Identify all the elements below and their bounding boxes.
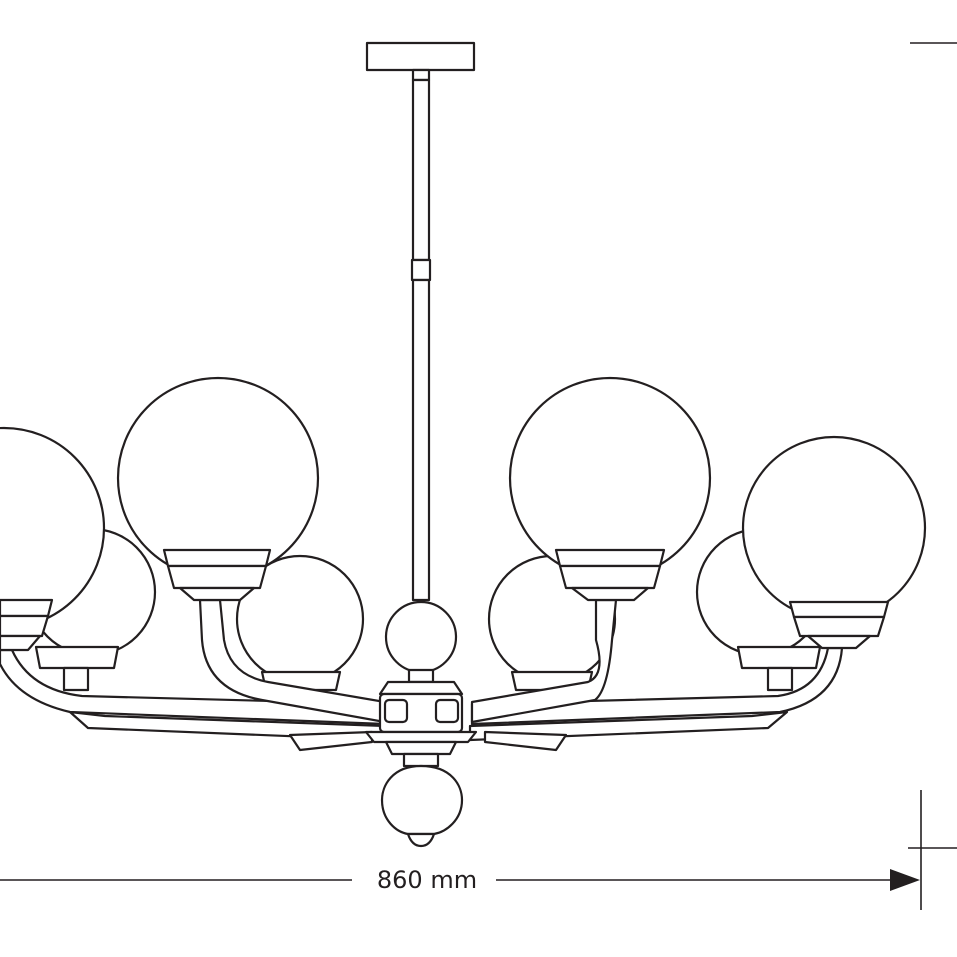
- height-reference-marks: [908, 42, 957, 910]
- upper-collar: [407, 668, 435, 684]
- upper-finial-ball: [384, 600, 458, 674]
- cup-front-outer-left-base: [0, 634, 42, 652]
- rod-coupler: [410, 258, 432, 282]
- globe-front-inner-right: [508, 376, 712, 580]
- rear-arm-inner-left: [288, 730, 374, 752]
- hub-socket-right: [434, 698, 460, 724]
- cup-front-outer-left-top: [0, 598, 54, 618]
- rear-arms: [68, 710, 789, 752]
- body-bottom-ring: [364, 730, 478, 744]
- cup-front-outer-right-top: [788, 600, 890, 619]
- cup-front-inner-right-mid: [558, 564, 662, 590]
- cup-stem-rear-outer-left: [62, 666, 90, 692]
- front-arms: [0, 598, 844, 726]
- cup-front-inner-right-base: [570, 586, 650, 602]
- cup-front-inner-left-base: [178, 586, 256, 602]
- cup-front-outer-left-mid: [0, 614, 50, 638]
- dimension-arrow-right-icon: [890, 869, 920, 891]
- cup-rear-outer-left: [34, 645, 120, 670]
- arm-inner-right: [470, 598, 618, 724]
- lower-rod: [411, 278, 431, 602]
- width-dimension: 860 mm: [0, 866, 920, 894]
- globe-front-inner-left: [116, 376, 320, 580]
- lower-finial-ball: [380, 764, 464, 836]
- central-body: [364, 600, 478, 848]
- ceiling-mount: [365, 41, 476, 602]
- rear-arm-inner-right: [483, 730, 568, 752]
- finial-tip: [406, 832, 436, 848]
- rear-cups: [34, 645, 822, 692]
- cup-stem-rear-outer-right: [766, 666, 794, 692]
- cup-front-inner-left-top: [162, 548, 272, 568]
- cup-front-inner-right-top: [554, 548, 666, 568]
- cup-front-inner-left-mid: [166, 564, 268, 590]
- cup-front-outer-right-mid: [792, 615, 886, 638]
- canopy-neck: [411, 68, 431, 82]
- dimension-width-label: 860 mm: [377, 866, 477, 894]
- ceiling-canopy: [365, 41, 476, 72]
- body-base-ring: [384, 740, 458, 756]
- cup-rear-outer-right: [736, 645, 822, 670]
- front-globes: [0, 376, 927, 652]
- upper-rod: [411, 78, 431, 262]
- globe-front-outer-right: [741, 435, 927, 621]
- hub-socket-left: [383, 698, 409, 724]
- lower-collar: [402, 752, 440, 768]
- cup-front-outer-right-base: [806, 634, 872, 650]
- body-top-ring: [378, 680, 464, 696]
